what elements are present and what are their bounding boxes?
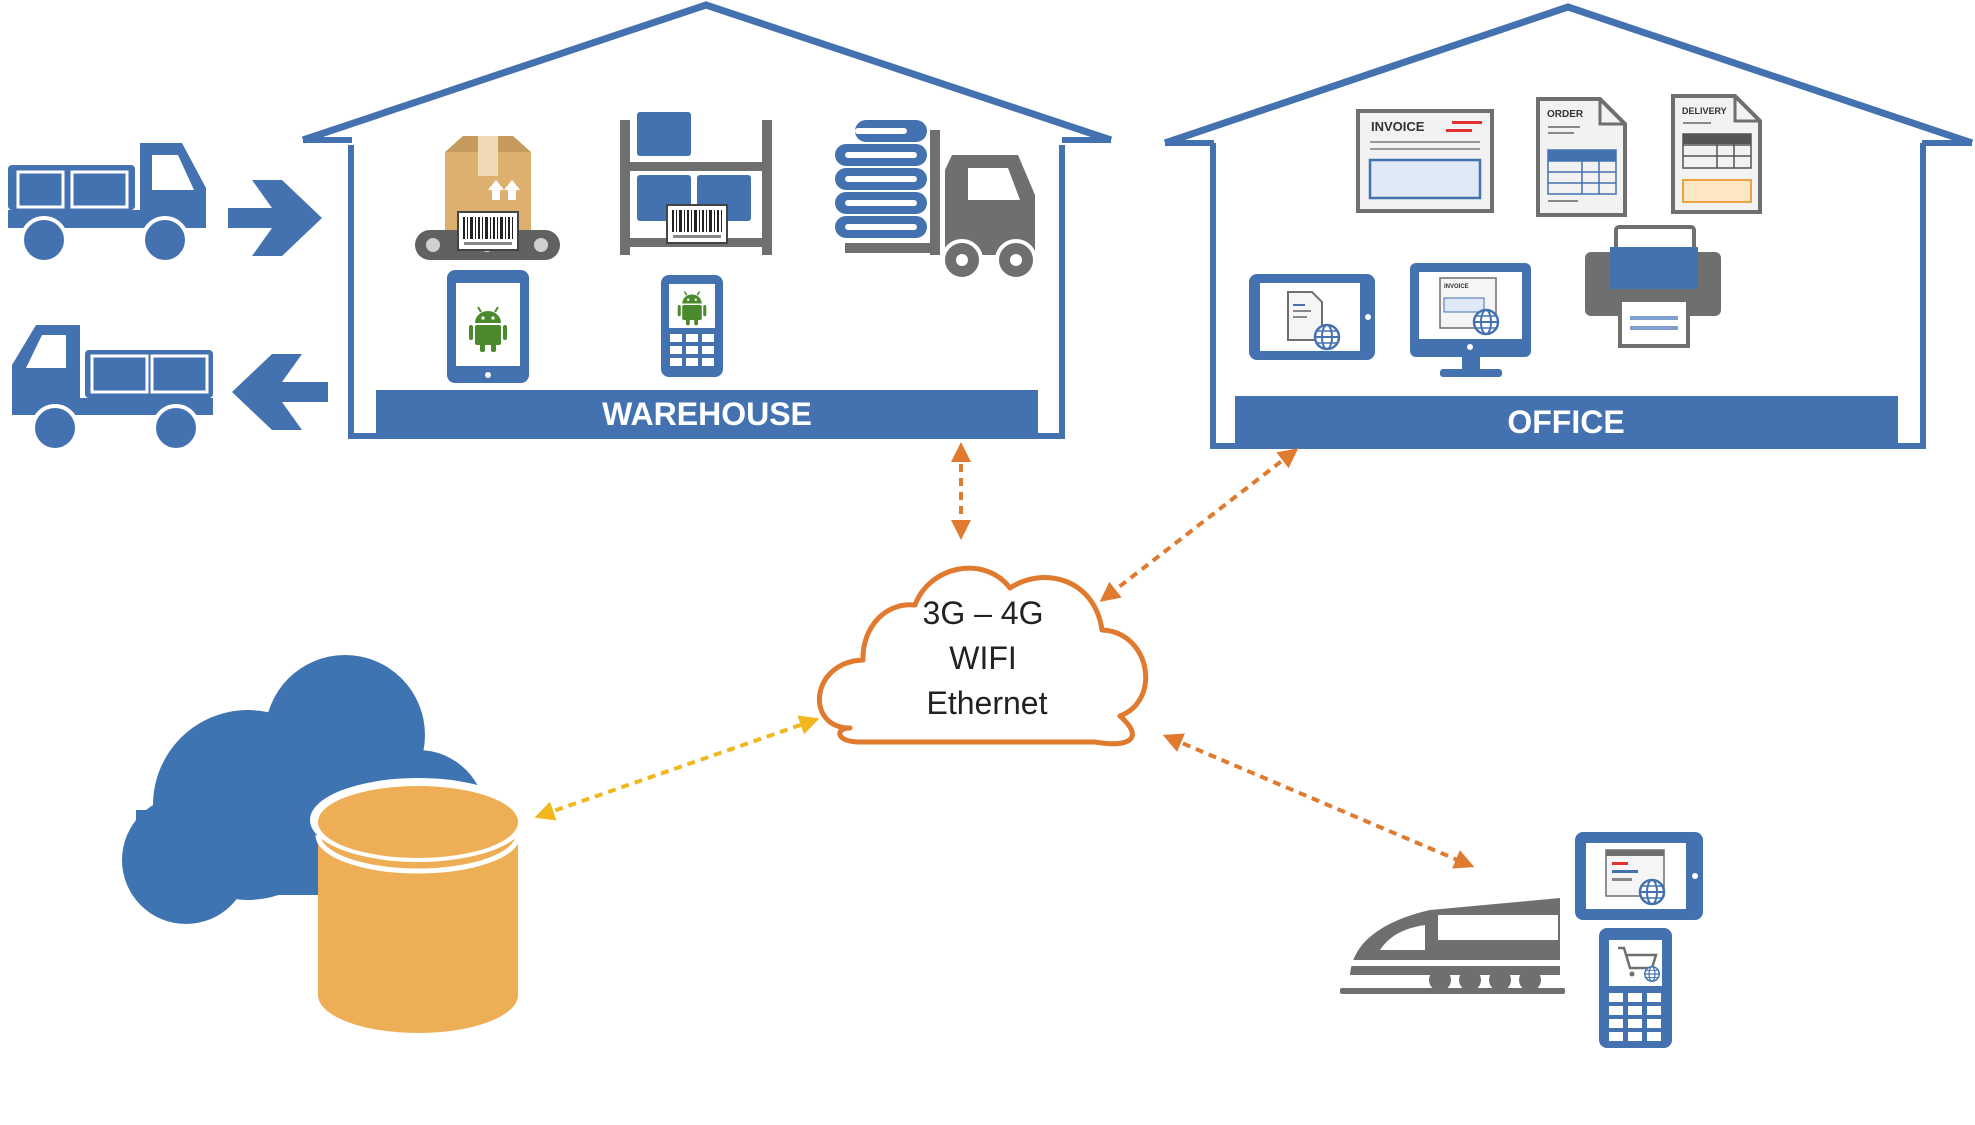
svg-text:ORDER: ORDER: [1547, 109, 1584, 120]
office-label: OFFICE: [1507, 404, 1624, 440]
svg-text:INVOICE: INVOICE: [1444, 284, 1469, 290]
warehouse-label: WAREHOUSE: [602, 396, 812, 432]
office-building: OFFICE: [1163, 3, 1974, 449]
train-icon: [1340, 898, 1565, 994]
network-line-2: WIFI: [949, 640, 1017, 676]
link-database-network: [534, 715, 820, 821]
database-icon: [310, 778, 526, 1033]
truck-icon: [12, 325, 213, 452]
warehouse-building: WAREHOUSE: [301, 1, 1113, 439]
link-network-mobile: [1162, 733, 1475, 869]
android-scanner-icon: [661, 275, 723, 377]
package-icon: [415, 136, 560, 260]
server-stack-icon: [835, 120, 927, 238]
order-doc-icon: ORDER: [1536, 97, 1627, 217]
cloud-icon: [122, 655, 496, 924]
invoice-doc-icon: INVOICE: [1356, 109, 1494, 213]
delivery-doc-icon: DELIVERY: [1671, 94, 1762, 214]
warehouse-banner: [376, 390, 1038, 436]
network-cloud: 3G – 4G WIFI Ethernet: [816, 565, 1149, 747]
network-line-1: 3G – 4G: [923, 595, 1044, 631]
shop-phone-icon: [1599, 928, 1672, 1048]
android-tablet-icon: [447, 270, 529, 383]
monitor-icon: INVOICE: [1410, 263, 1531, 377]
svg-text:DELIVERY: DELIVERY: [1682, 106, 1727, 116]
network-line-3: Ethernet: [927, 685, 1048, 721]
link-office-network: [1099, 448, 1299, 602]
office-banner: [1235, 396, 1898, 446]
shelf-icon: [620, 112, 772, 255]
forklift-icon: [845, 130, 1037, 281]
printer-icon: [1585, 225, 1721, 348]
truck-icon: [8, 143, 206, 264]
arrow-right-icon: [228, 180, 322, 256]
shop-tablet-icon: [1575, 832, 1703, 920]
svg-text:INVOICE: INVOICE: [1371, 119, 1425, 134]
tablet-icon: [1249, 274, 1375, 360]
arrow-left-icon: [232, 354, 328, 430]
